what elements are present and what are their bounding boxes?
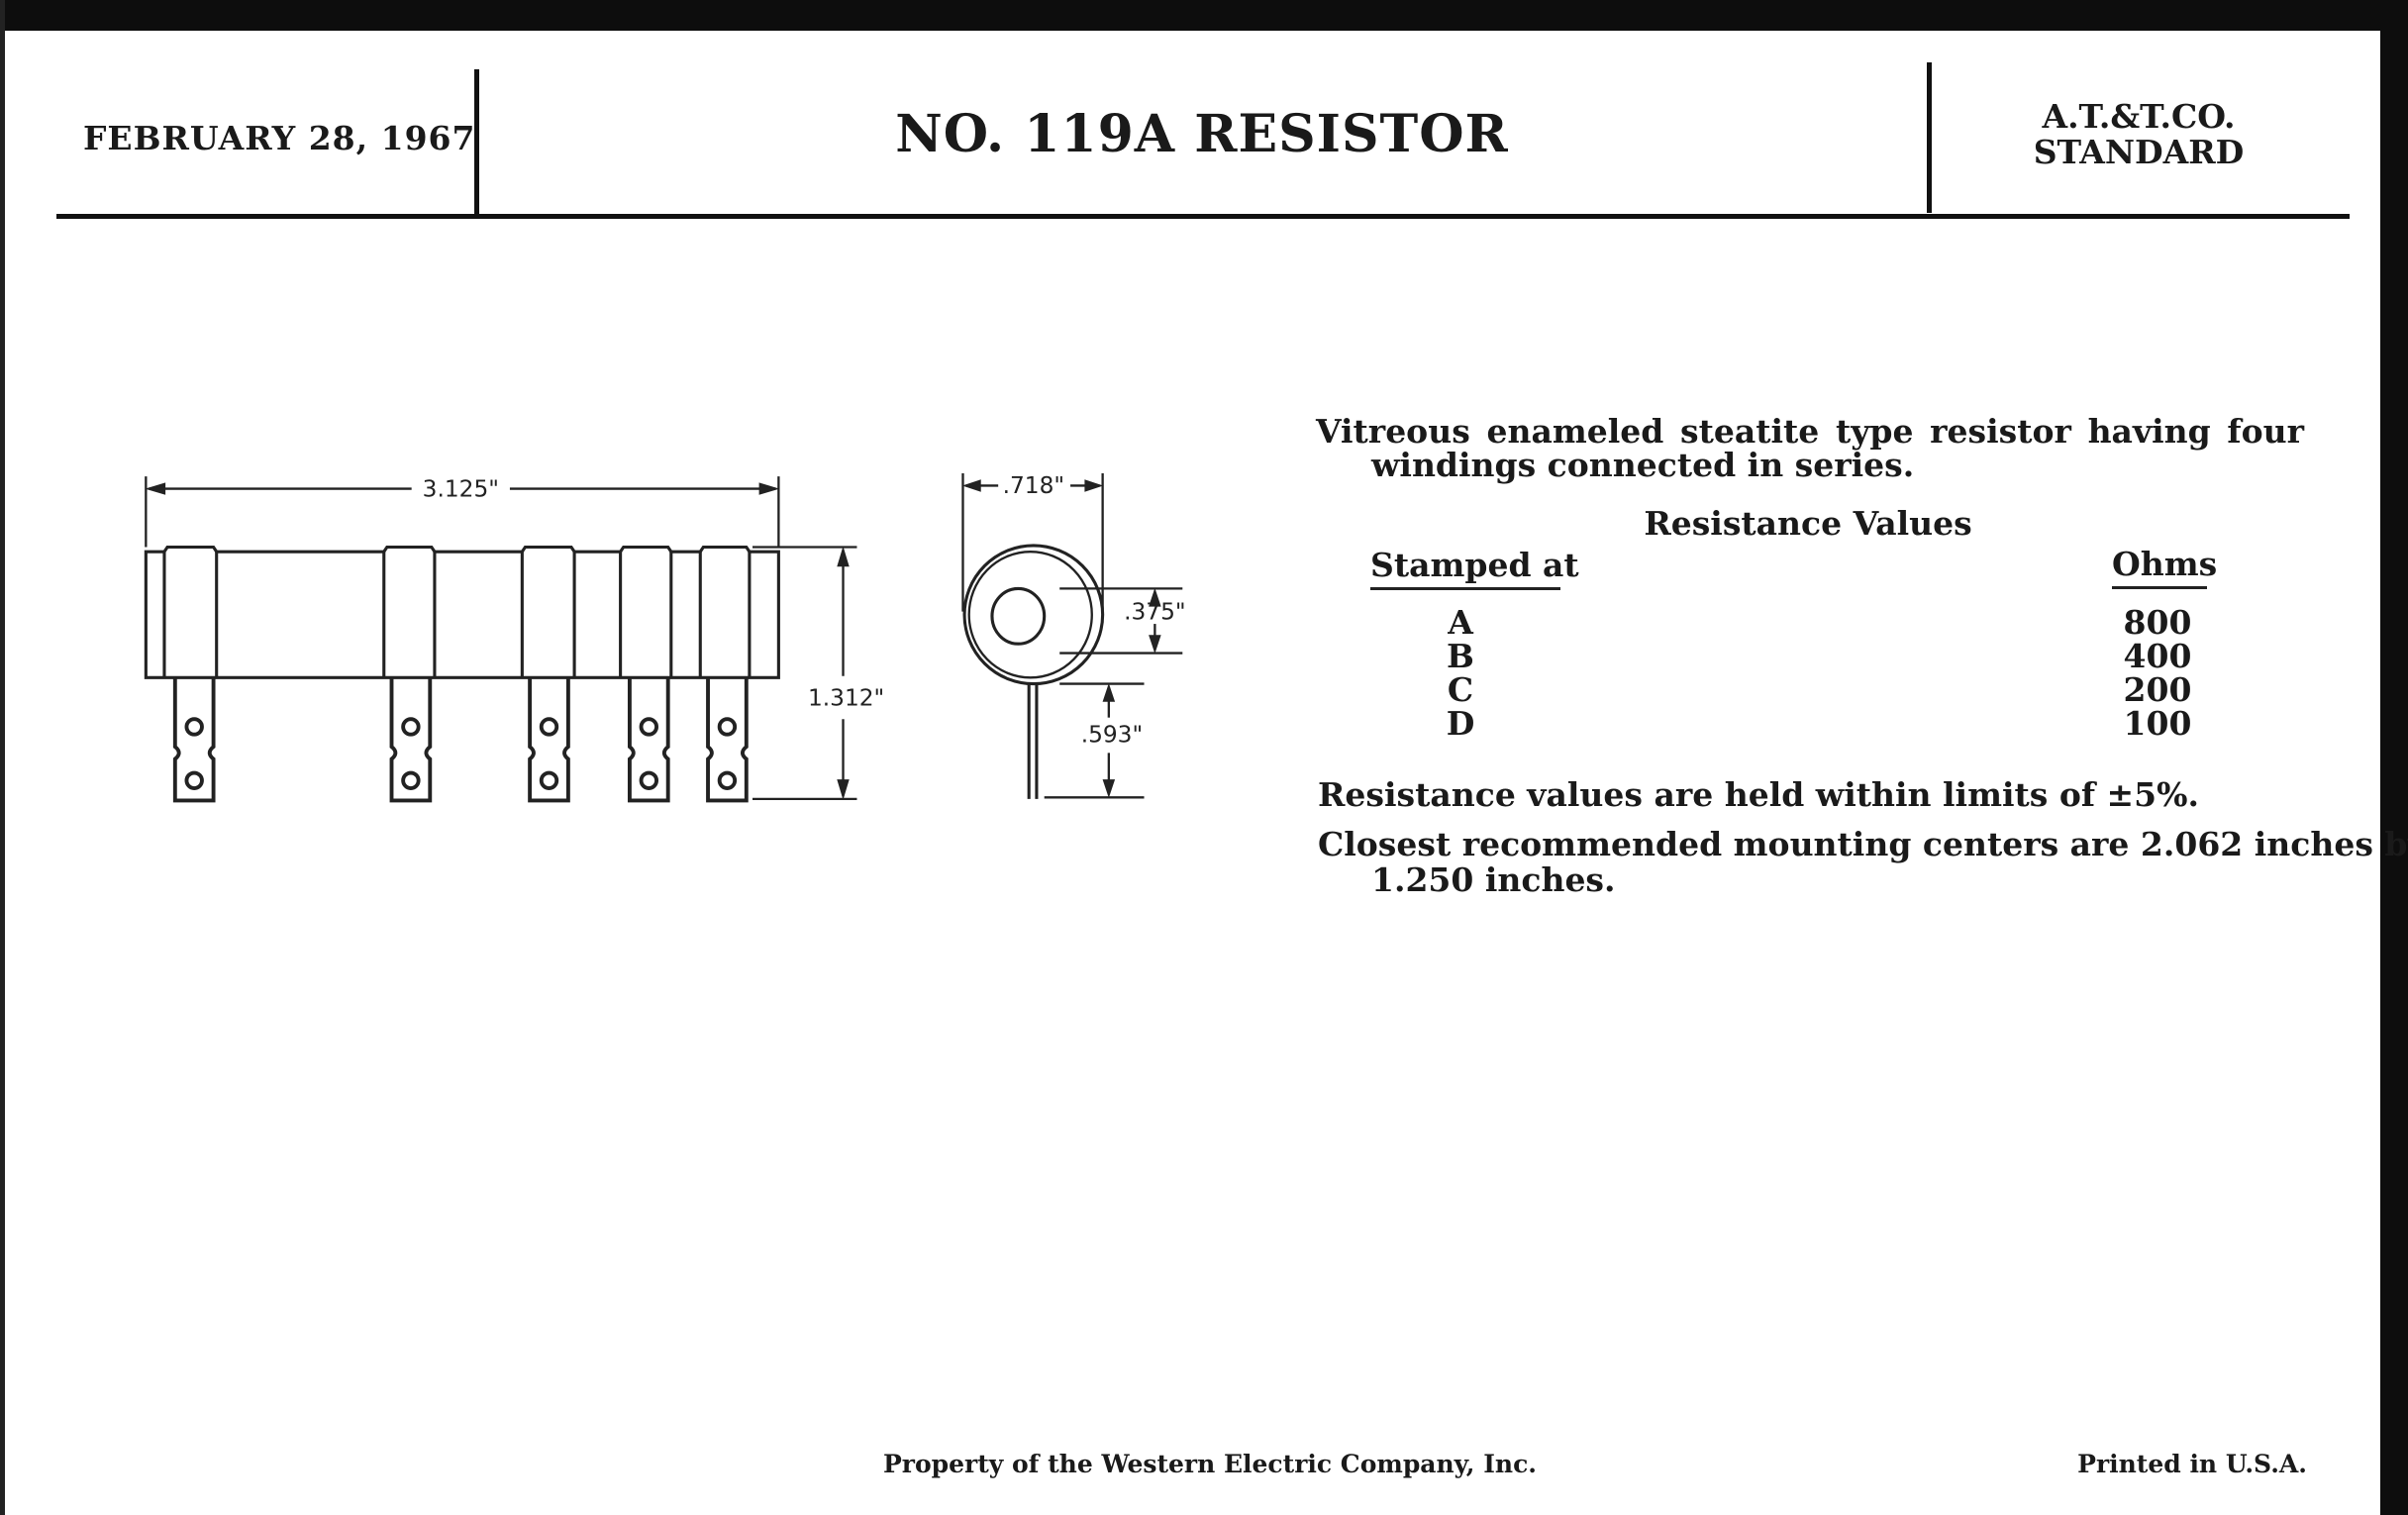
column-header-stamped: Stamped at (1370, 548, 1579, 590)
table-cell-stamp: C (1447, 670, 1474, 709)
height-dim-label: 1.312" (808, 684, 884, 711)
table-cell-ohms: 200 (2123, 670, 2192, 709)
header-divider (1927, 62, 1932, 213)
standard-label: A.T.&T.CO. STANDARD (1931, 99, 2347, 170)
issue-date: FEBRUARY 28, 1967 (83, 119, 476, 157)
footer-printed: Printed in U.S.A. (2077, 1450, 2307, 1478)
length-dimension (145, 476, 780, 548)
description-line-2: windings connected in series. (1371, 446, 1915, 484)
lead-length-dimension (1044, 682, 1145, 799)
scan-border-left (0, 0, 5, 1515)
bore-dim-label: .375" (1124, 598, 1185, 625)
header-divider (474, 69, 479, 215)
ohms-column: 800 400 200 100 (2108, 606, 2207, 741)
table-cell-ohms: 800 (2123, 603, 2192, 642)
standard-line-1: A.T.&T.CO. (2042, 97, 2236, 136)
standard-line-2: STANDARD (2033, 133, 2245, 171)
diameter-dim-label: .718" (1003, 472, 1064, 499)
scan-border-top (0, 0, 2408, 31)
height-dimension (752, 546, 857, 801)
column-header-ohms: Ohms (2112, 547, 2217, 589)
table-title: Resistance Values (1644, 504, 1972, 543)
description-line-1: Vitreous enameled steatite type resistor… (1316, 412, 2304, 451)
bore-dimension (1059, 587, 1183, 655)
stamp-column: A B C D (1411, 606, 1510, 741)
header-rule (56, 214, 2350, 219)
resistor-body (144, 545, 780, 679)
footer-property: Property of the Western Electric Company… (883, 1450, 1538, 1478)
winding-bands (162, 552, 752, 678)
mounting-note-line-2: 1.250 inches. (1371, 860, 1616, 899)
table-cell-stamp: D (1446, 704, 1475, 743)
tolerance-note: Resistance values are held within limits… (1318, 775, 2199, 814)
table-cell-ohms: 400 (2123, 637, 2192, 675)
page-title: NO. 119A RESISTOR (895, 104, 1509, 164)
table-cell-stamp: A (1448, 603, 1473, 642)
terminal-leads (172, 677, 749, 803)
lead-dim-label: .593" (1081, 721, 1143, 748)
end-view (962, 544, 1105, 799)
length-dim-label: 3.125" (423, 475, 499, 502)
mounting-note-line-1: Closest recommended mounting centers are… (1318, 825, 2408, 863)
scan-border-right (2380, 0, 2408, 1515)
table-cell-ohms: 100 (2123, 704, 2192, 743)
table-cell-stamp: B (1447, 637, 1474, 675)
